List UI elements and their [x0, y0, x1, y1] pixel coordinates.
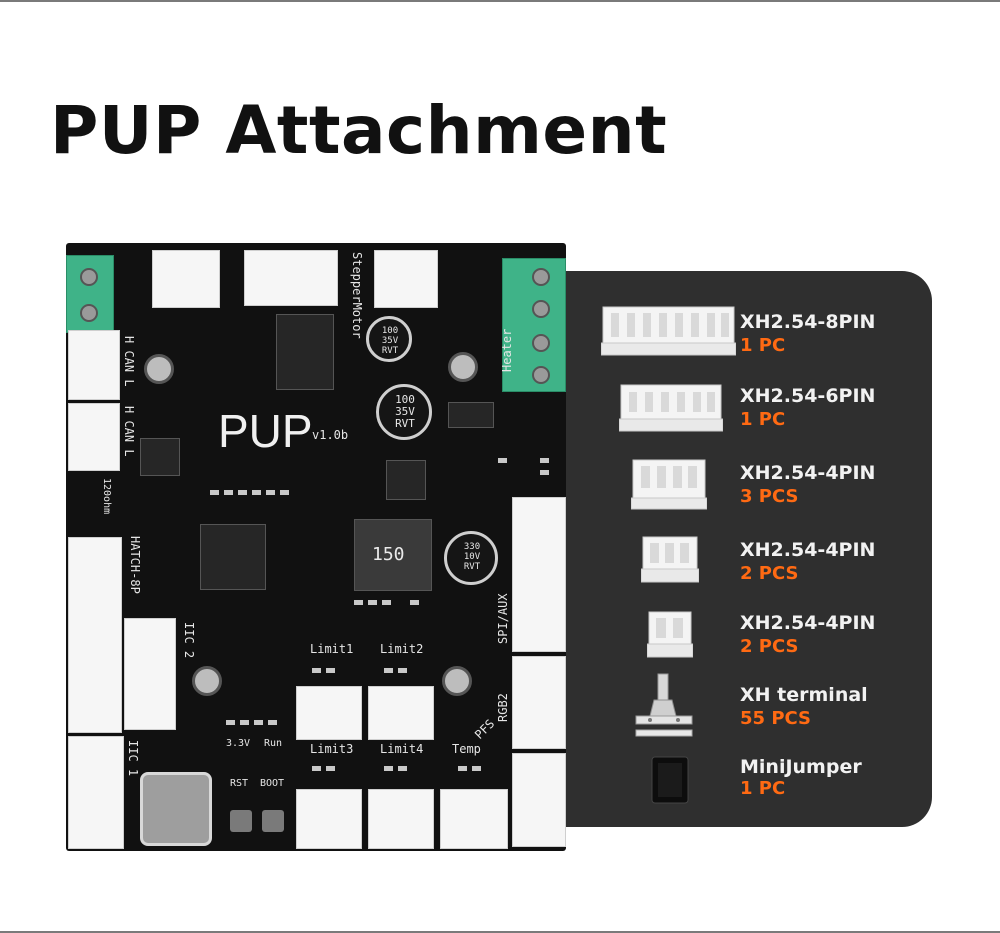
v33-label: 3.3V	[226, 738, 251, 749]
limit1-label: Limit1	[310, 642, 354, 656]
accessory-qty: 55 PCS	[740, 708, 812, 729]
pfs-connector	[512, 753, 566, 847]
boot-button[interactable]	[262, 810, 284, 832]
limit1-connector	[296, 686, 362, 740]
can2-label: H CAN L	[122, 406, 136, 457]
limit3-connector	[296, 789, 362, 849]
accessory-name: XH2.54-6PIN	[740, 385, 876, 407]
capacitor-2	[376, 384, 432, 440]
accessory-qty: 2 PCS	[740, 636, 799, 657]
temp-label: Temp	[452, 742, 481, 756]
cap3-label: 330 10V RVT	[463, 542, 481, 572]
inductor	[354, 519, 432, 591]
can-connector-2	[68, 403, 120, 471]
hatch-label: HATCH-8P	[128, 536, 142, 594]
limit3-label: Limit3	[310, 742, 354, 756]
screw-icon	[532, 334, 550, 352]
screw-icon	[80, 304, 98, 322]
stepper-connector	[244, 250, 338, 306]
fan-connector	[152, 250, 220, 308]
accessory-name: XH2.54-8PIN	[740, 311, 876, 333]
connector-3pin-icon	[641, 536, 699, 583]
accessory-qty: 1 PC	[740, 409, 786, 430]
test-pad	[442, 666, 472, 696]
capacitor-1	[366, 316, 412, 362]
limit2-label: Limit2	[380, 642, 424, 656]
boot-label: BOOT	[260, 778, 285, 789]
inductor-label: 150	[372, 544, 405, 565]
limit2-connector	[368, 686, 434, 740]
spi-label: SPI/AUX	[496, 593, 510, 644]
connector-8pin-icon	[601, 306, 736, 356]
regulator-chip	[386, 460, 426, 500]
limit4-label: Limit4	[380, 742, 424, 756]
crimp-terminal-icon	[635, 673, 693, 737]
accessory-name: XH terminal	[740, 684, 868, 706]
limit4-connector	[368, 789, 434, 849]
can-transceiver-chip	[140, 438, 180, 476]
iic2-connector	[124, 618, 176, 730]
iic2-label: IIC 2	[182, 622, 196, 659]
accessory-name: XH2.54-4PIN	[740, 539, 876, 561]
test-pad	[144, 354, 174, 384]
mini-jumper-icon	[651, 756, 689, 804]
spi-aux-connector	[512, 497, 566, 652]
stepper-label: StepperMotor	[350, 252, 364, 339]
test-pad	[448, 352, 478, 382]
can-connector-1	[68, 330, 120, 400]
rgb2-label: RGB2	[496, 693, 510, 722]
accessory-name: XH2.54-4PIN	[740, 462, 876, 484]
temp-connector	[440, 789, 508, 849]
top-rule	[0, 0, 1000, 2]
fuse	[448, 402, 494, 428]
accessory-qty: 3 PCS	[740, 486, 799, 507]
jumper-label: 120ohm	[101, 478, 112, 515]
heater-label: Heater	[500, 328, 514, 372]
capacitor-3	[444, 531, 498, 585]
board-version: v1.0b	[312, 428, 349, 442]
screw-icon	[532, 268, 550, 286]
screw-icon	[532, 300, 550, 318]
screw-icon	[80, 268, 98, 286]
accessory-qty: 1 PC	[740, 778, 786, 799]
cap2-label: 100 35V RVT	[395, 393, 415, 430]
page-title: PUP Attachment	[50, 92, 668, 169]
rst-button[interactable]	[230, 810, 252, 832]
aux-connector	[374, 250, 438, 308]
screw-icon	[532, 366, 550, 384]
connector-6pin-icon	[619, 384, 723, 432]
test-pad	[192, 666, 222, 696]
rgb2-connector	[512, 656, 566, 749]
iic1-connector	[68, 736, 124, 849]
accessory-qty: 1 PC	[740, 335, 786, 356]
board-name: PUP	[218, 405, 313, 457]
usb-c-port	[140, 772, 212, 846]
run-label: Run	[264, 738, 283, 749]
accessories-panel	[540, 271, 932, 827]
accessory-name: XH2.54-4PIN	[740, 612, 876, 634]
iic1-label: IIC 1	[126, 740, 140, 777]
connector-2pin-icon	[647, 611, 693, 658]
accessory-qty: 2 PCS	[740, 563, 799, 584]
hatch-connector	[68, 537, 122, 733]
rp2040-chip	[200, 524, 266, 590]
cap1-label: 100 35V RVT	[381, 326, 399, 356]
stepper-driver-chip	[276, 314, 334, 390]
bottom-rule	[0, 931, 1000, 933]
can1-label: H CAN L	[122, 336, 136, 387]
connector-4pin-icon	[631, 459, 707, 510]
rst-label: RST	[230, 778, 249, 789]
accessory-name: MiniJumper	[740, 756, 862, 778]
